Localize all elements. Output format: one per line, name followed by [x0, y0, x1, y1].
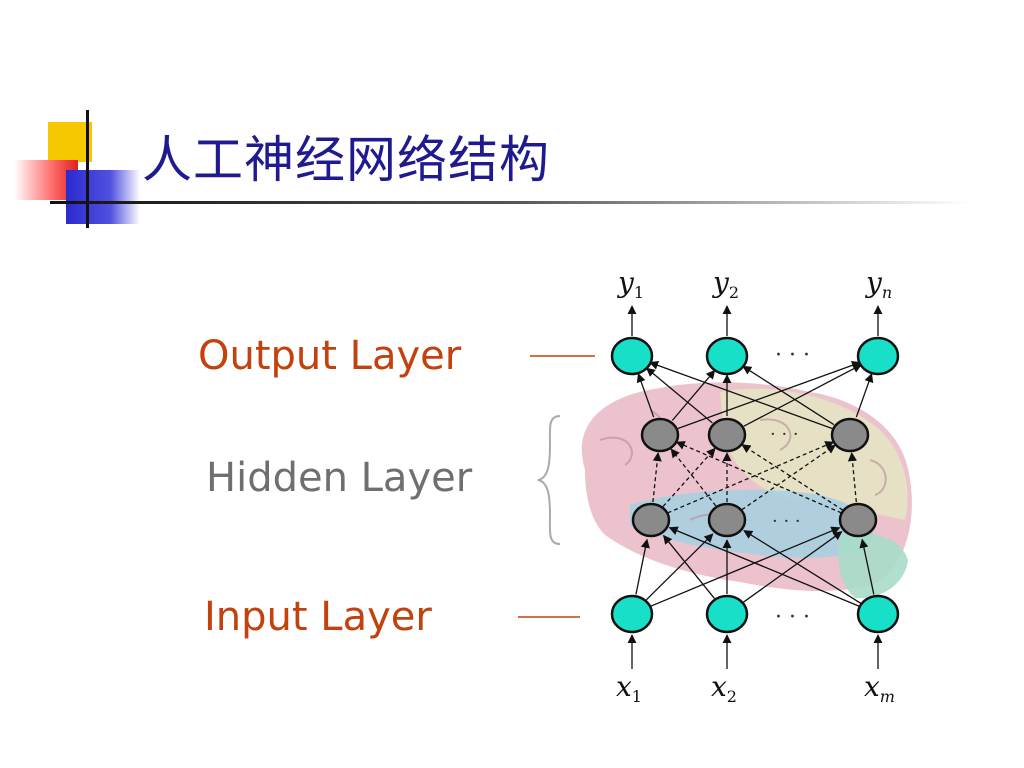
output-y2-label: y2	[711, 266, 739, 302]
output-y1-label: y1	[616, 266, 644, 302]
hidden-output-edge	[649, 360, 833, 430]
hidden-layer-brace	[537, 415, 561, 545]
hidden-layer-label: Hidden Layer	[206, 455, 473, 501]
output-node-1	[610, 336, 654, 376]
input-ellipsis: · · ·	[775, 605, 810, 630]
input-hidden-edge	[743, 530, 862, 604]
input-node-2	[705, 594, 749, 634]
hidden-node-upper-1	[640, 417, 680, 453]
network-nodes	[610, 336, 900, 634]
output-node-2	[705, 336, 749, 376]
vertical-rule	[86, 110, 89, 228]
input-hidden-edge	[645, 533, 714, 601]
output-yn-label: yn	[864, 266, 892, 302]
input-node-1	[610, 594, 654, 634]
hidden-output-edge	[671, 369, 716, 421]
hidden-ellipsis-lower: · · ·	[772, 511, 801, 532]
yellow-square-decoration	[48, 122, 92, 162]
hidden-node-lower-3	[838, 502, 878, 538]
hidden-output-edge	[677, 360, 861, 430]
title-underline	[50, 201, 970, 204]
hidden-output-edge	[742, 365, 835, 426]
hidden-node-upper-2	[707, 417, 747, 453]
hidden-hidden-edge	[741, 444, 844, 511]
hidden-output-edge	[743, 364, 862, 427]
input-x2-label: x2	[711, 670, 737, 706]
output-layer-label: Output Layer	[198, 333, 462, 379]
input-hidden-edge	[663, 534, 715, 599]
hidden-node-lower-2	[707, 502, 747, 538]
hidden-output-edge	[855, 373, 874, 418]
hidden-hidden-edge	[675, 441, 842, 514]
hidden-hidden-edge	[741, 444, 836, 511]
hidden-hidden-edge	[670, 448, 717, 507]
hidden-ellipsis-upper: · · ·	[770, 424, 799, 445]
hidden-hidden-edge	[662, 447, 716, 508]
hidden-output-edge	[636, 373, 655, 418]
input-hidden-edge	[742, 531, 843, 603]
page-title: 人工神经网络结构	[142, 131, 550, 189]
input-hidden-edge	[650, 526, 841, 607]
input-hidden-edge	[668, 526, 860, 607]
input-hidden-edge	[635, 538, 650, 595]
network-edges	[627, 305, 883, 669]
hidden-output-edge	[645, 367, 713, 424]
hidden-node-upper-3	[830, 417, 870, 453]
output-node-3	[856, 336, 900, 376]
input-hidden-edge	[859, 538, 875, 595]
output-ellipsis: · · ·	[775, 343, 810, 368]
input-node-3	[856, 594, 900, 634]
hidden-hidden-edge	[652, 451, 662, 503]
hidden-hidden-edge	[667, 441, 835, 514]
blue-square-decoration	[66, 170, 140, 224]
hidden-hidden-edge	[847, 452, 857, 503]
input-layer-label: Input Layer	[204, 594, 432, 640]
hidden-node-lower-1	[631, 502, 671, 538]
input-xm-label: xm	[864, 670, 895, 706]
input-x1-label: x1	[616, 670, 642, 706]
